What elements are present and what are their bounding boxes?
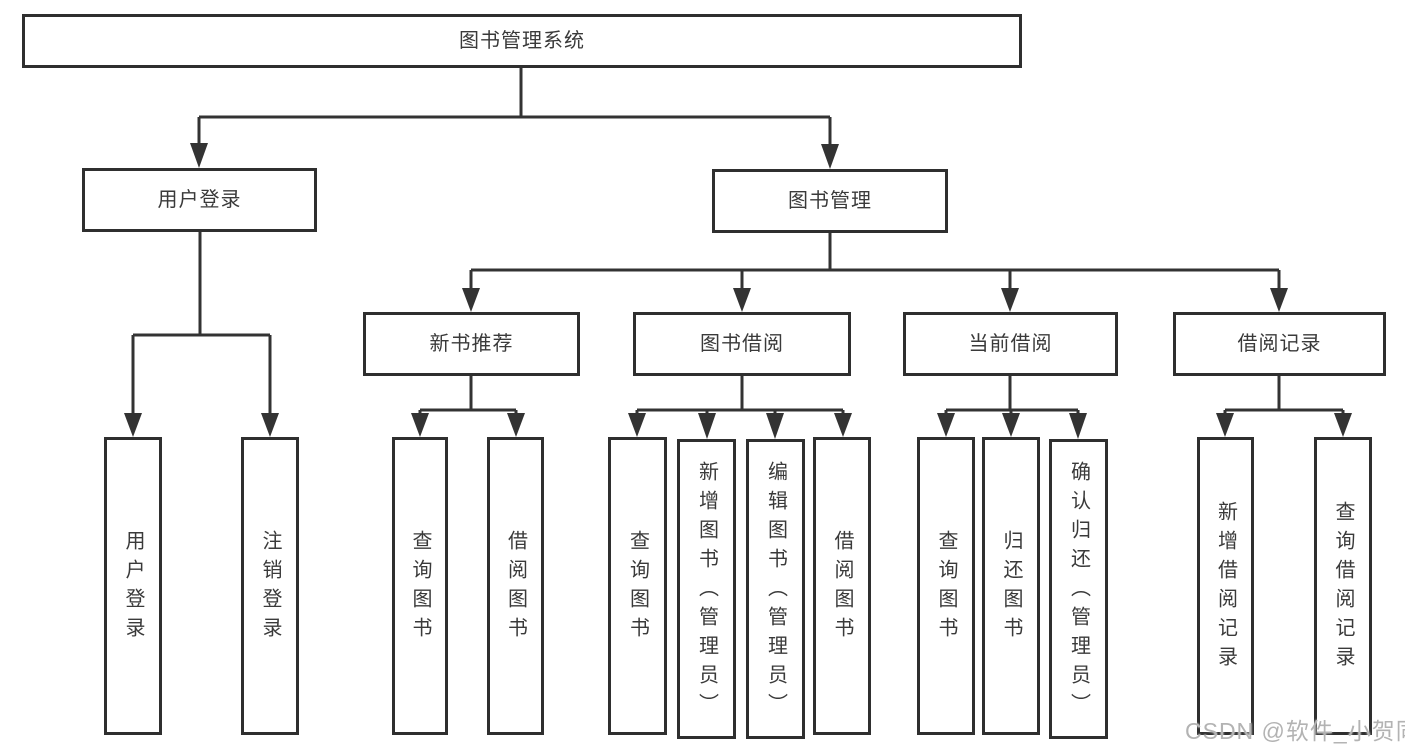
node-user-login: 用户登录 [82, 168, 317, 232]
leaf-current-confirm-return-admin: 确认归还（管理员） [1049, 439, 1108, 739]
leaf-recommend-query-books: 查询图书 [392, 437, 448, 735]
leaf-borrow-borrow-books: 借阅图书 [813, 437, 871, 735]
node-current-borrowing: 当前借阅 [903, 312, 1118, 376]
node-new-book-recommend: 新书推荐 [363, 312, 580, 376]
node-book-management: 图书管理 [712, 169, 948, 233]
leaf-records-add-record: 新增借阅记录 [1197, 437, 1254, 735]
leaf-recommend-borrow-books: 借阅图书 [487, 437, 544, 735]
leaf-current-return-books: 归还图书 [982, 437, 1040, 735]
leaf-borrow-query-books: 查询图书 [608, 437, 667, 735]
node-book-borrowing: 图书借阅 [633, 312, 851, 376]
node-borrowing-records: 借阅记录 [1173, 312, 1386, 376]
leaf-borrow-add-books-admin: 新增图书（管理员） [677, 439, 736, 739]
leaf-user-login: 用户登录 [104, 437, 162, 735]
node-root-system: 图书管理系统 [22, 14, 1022, 68]
csdn-watermark: CSDN @软件_小贺同学 [1185, 718, 1405, 744]
leaf-records-query-record: 查询借阅记录 [1314, 437, 1372, 735]
leaf-current-query-books: 查询图书 [917, 437, 975, 735]
leaf-logout: 注销登录 [241, 437, 299, 735]
leaf-borrow-edit-books-admin: 编辑图书（管理员） [746, 439, 805, 739]
